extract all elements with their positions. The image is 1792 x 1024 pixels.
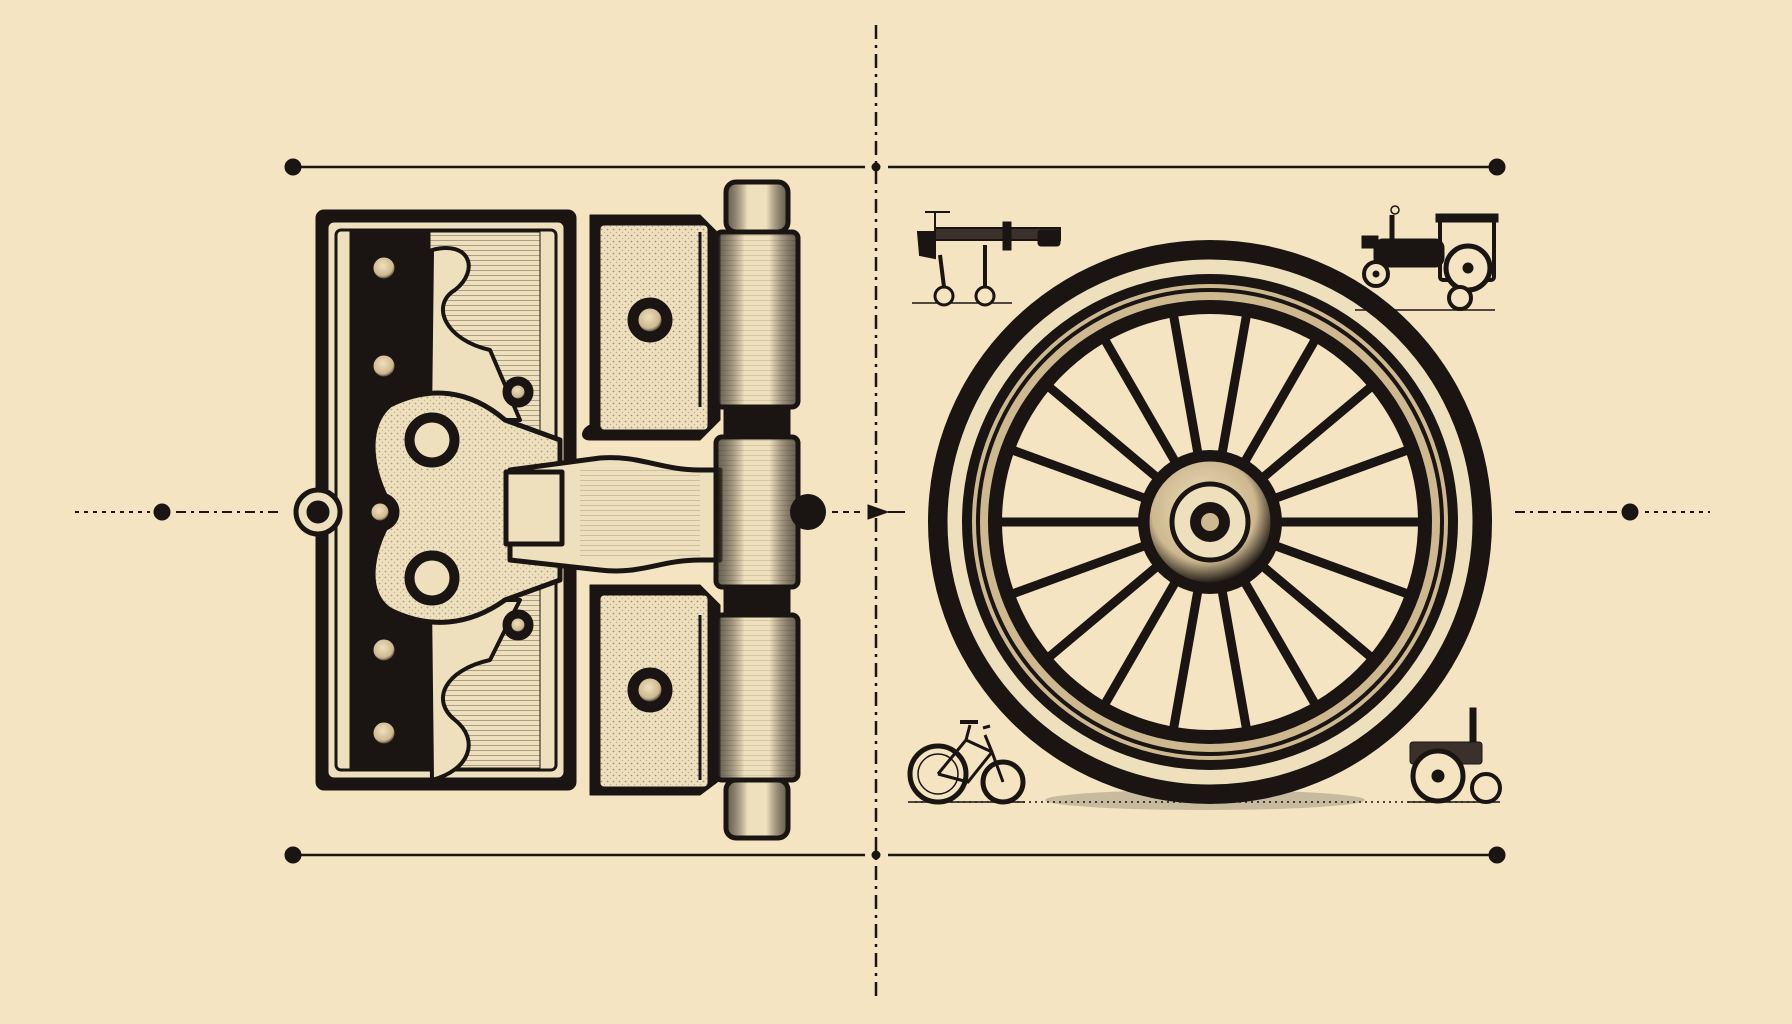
wheel-spoke — [1215, 576, 1252, 736]
wheel-spoke — [1261, 444, 1414, 506]
wheel-spoke — [1235, 569, 1321, 711]
hinge-strap — [503, 455, 723, 574]
wheel-spoke — [1235, 333, 1321, 475]
wheel-spoke — [1251, 556, 1377, 663]
bottom-rule — [284, 846, 1506, 864]
hinge-right-leaf — [565, 214, 721, 796]
top-rule — [284, 158, 1506, 176]
center-axis-line — [75, 503, 1710, 521]
tractor-icon — [1408, 707, 1502, 804]
wheel-spoke — [1099, 333, 1185, 475]
wheel-spoke — [1006, 444, 1159, 506]
guide-lines — [75, 25, 1710, 1000]
wheel-spokes — [993, 308, 1427, 736]
wheel-spoke — [1168, 308, 1205, 468]
wheel-spoke — [1043, 556, 1169, 663]
hinge-left-leaf — [293, 209, 577, 791]
wheel-spoke — [1261, 538, 1414, 600]
spoked-wheel-icon — [915, 240, 1495, 810]
wheel-spoke — [1043, 381, 1169, 488]
bicycle-icon — [907, 720, 1026, 805]
hinge-screws-left — [360, 246, 534, 755]
sewing-machine-icon — [912, 211, 1061, 307]
wheel-spoke — [1099, 569, 1185, 711]
traction-engine-icon — [1355, 205, 1499, 311]
hinge-barrel — [698, 179, 826, 841]
wheel-spoke — [1006, 538, 1159, 600]
wheel-spoke — [1168, 576, 1205, 736]
arrow-right-icon — [867, 504, 905, 520]
wheel-spoke — [1251, 381, 1377, 488]
hinge-icon — [293, 179, 826, 841]
wheel-spoke — [1215, 308, 1252, 468]
